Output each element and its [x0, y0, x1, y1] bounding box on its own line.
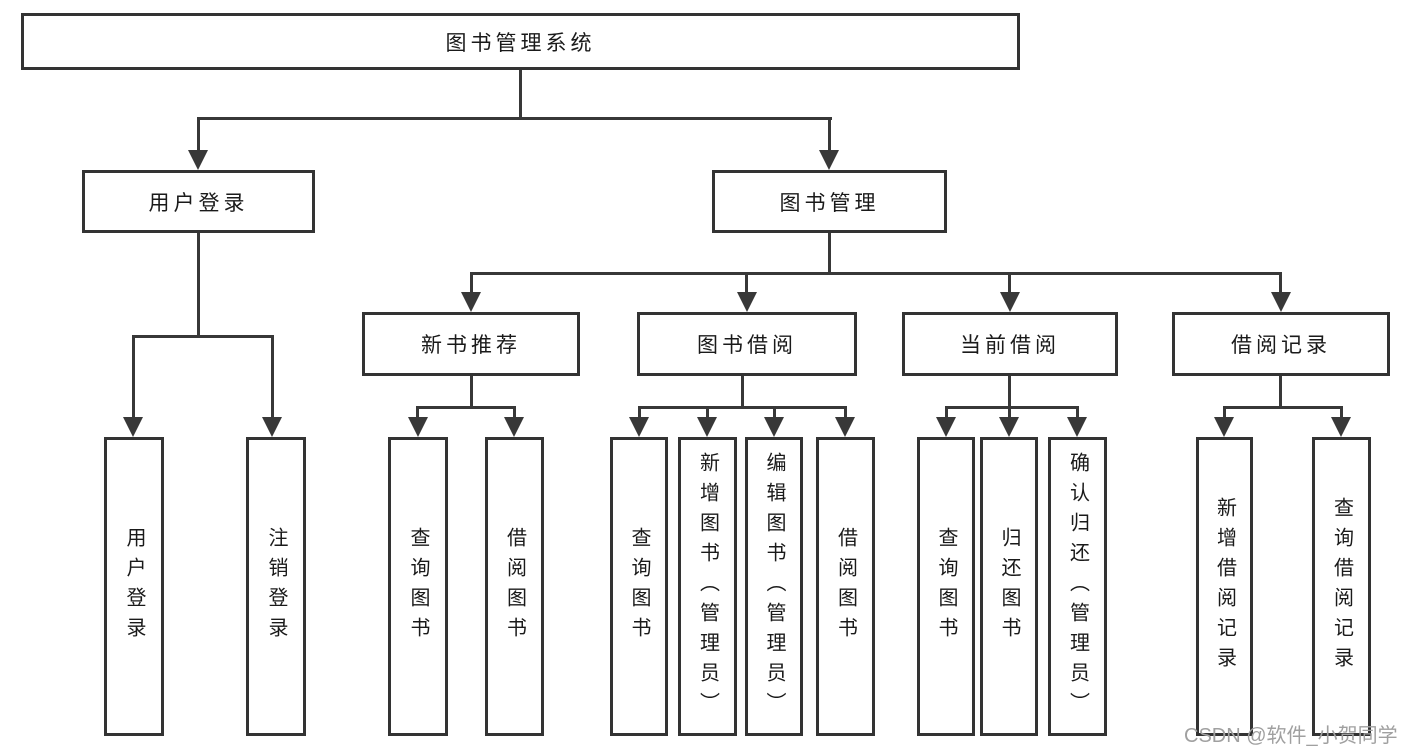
- connector-line: [470, 272, 473, 292]
- node-borrow-records: 借阅记录: [1172, 312, 1390, 376]
- connector-line: [844, 406, 847, 417]
- leaf-confirm-return-admin-label: 确认归还（管理员）: [1066, 451, 1089, 722]
- leaf-return-book: 归还图书: [980, 437, 1038, 736]
- connector-line: [828, 117, 831, 150]
- connector-line: [773, 406, 776, 417]
- arrowhead-down-icon: [123, 417, 143, 437]
- connector-line: [945, 406, 948, 417]
- connector-branch: [1223, 406, 1343, 409]
- leaf-query-books-borrowing-label: 查询图书: [628, 526, 650, 647]
- leaf-borrow-books-recommend-label: 借阅图书: [503, 526, 526, 647]
- leaf-confirm-return-admin: 确认归还（管理员）: [1048, 437, 1107, 736]
- arrowhead-down-icon: [819, 150, 839, 170]
- arrowhead-down-icon: [504, 417, 524, 437]
- connector-root-stem: [519, 70, 522, 117]
- arrowhead-down-icon: [764, 417, 784, 437]
- arrowhead-down-icon: [1000, 292, 1020, 312]
- leaf-logout-label: 注销登录: [265, 526, 287, 647]
- leaf-query-books-recommend-label: 查询图书: [407, 526, 429, 647]
- connector-line: [638, 406, 641, 417]
- node-book-management: 图书管理: [712, 170, 947, 233]
- leaf-query-books-current: 查询图书: [917, 437, 975, 736]
- connector-line: [1279, 272, 1282, 292]
- connector-branch: [416, 406, 516, 409]
- node-borrow-records-label: 借阅记录: [1231, 334, 1331, 357]
- arrowhead-down-icon: [1331, 417, 1351, 437]
- node-root: 图书管理系统: [21, 13, 1020, 70]
- leaf-user-login-label: 用户登录: [123, 526, 145, 647]
- csdn-watermark: CSDN @软件_小贺同学: [1184, 725, 1398, 747]
- leaf-query-books-current-label: 查询图书: [935, 526, 957, 647]
- connector-line: [1076, 406, 1079, 417]
- leaf-query-borrow-record-label: 查询借阅记录: [1330, 496, 1353, 677]
- leaf-query-borrow-record: 查询借阅记录: [1312, 437, 1371, 736]
- arrowhead-down-icon: [835, 417, 855, 437]
- arrowhead-down-icon: [629, 417, 649, 437]
- arrowhead-down-icon: [461, 292, 481, 312]
- node-user-login: 用户登录: [82, 170, 315, 233]
- connector-line: [1008, 406, 1011, 417]
- leaf-edit-book-admin: 编辑图书（管理员）: [745, 437, 803, 736]
- connector-branch: [132, 335, 274, 338]
- arrowhead-down-icon: [737, 292, 757, 312]
- leaf-logout: 注销登录: [246, 437, 306, 736]
- leaf-user-login: 用户登录: [104, 437, 164, 736]
- node-root-label: 图书管理系统: [445, 31, 596, 55]
- leaf-query-books-borrowing: 查询图书: [610, 437, 668, 736]
- arrowhead-down-icon: [408, 417, 428, 437]
- arrowhead-down-icon: [1271, 292, 1291, 312]
- connector-line: [1008, 272, 1011, 292]
- connector-line: [470, 376, 473, 406]
- arrowhead-down-icon: [936, 417, 956, 437]
- node-book-management-label: 图书管理: [779, 191, 880, 215]
- connector-branch: [470, 272, 1282, 275]
- connector-line: [197, 117, 200, 150]
- arrowhead-down-icon: [262, 417, 282, 437]
- leaf-return-book-label: 归还图书: [998, 526, 1020, 647]
- connector-root-branch: [197, 117, 832, 120]
- leaf-add-borrow-record: 新增借阅记录: [1196, 437, 1253, 736]
- connector-line: [1008, 376, 1011, 406]
- leaf-borrow-books: 借阅图书: [816, 437, 875, 736]
- node-current-borrowing-label: 当前借阅: [960, 334, 1060, 357]
- connector-line: [513, 406, 516, 417]
- node-book-borrowing: 图书借阅: [637, 312, 857, 376]
- arrowhead-down-icon: [1067, 417, 1087, 437]
- arrowhead-down-icon: [188, 150, 208, 170]
- connector-line: [828, 233, 831, 272]
- leaf-add-book-admin: 新增图书（管理员）: [678, 437, 737, 736]
- leaf-borrow-books-label: 借阅图书: [834, 526, 857, 647]
- node-user-login-label: 用户登录: [148, 191, 249, 215]
- arrowhead-down-icon: [999, 417, 1019, 437]
- arrowhead-down-icon: [697, 417, 717, 437]
- connector-branch: [945, 406, 1079, 409]
- leaf-borrow-books-recommend: 借阅图书: [485, 437, 544, 736]
- node-current-borrowing: 当前借阅: [902, 312, 1118, 376]
- connector-line: [1340, 406, 1343, 417]
- connector-branch: [638, 406, 847, 409]
- connector-line: [741, 376, 744, 406]
- connector-line: [1279, 376, 1282, 406]
- leaf-add-book-admin-label: 新增图书（管理员）: [696, 451, 719, 722]
- node-new-book-recommend: 新书推荐: [362, 312, 580, 376]
- connector-line: [197, 233, 200, 335]
- connector-line: [132, 335, 135, 417]
- connector-line: [271, 335, 274, 417]
- connector-line: [745, 272, 748, 292]
- node-book-borrowing-label: 图书借阅: [697, 334, 797, 357]
- connector-line: [1223, 406, 1226, 417]
- arrowhead-down-icon: [1214, 417, 1234, 437]
- connector-line: [706, 406, 709, 417]
- leaf-add-borrow-record-label: 新增借阅记录: [1213, 496, 1236, 677]
- leaf-edit-book-admin-label: 编辑图书（管理员）: [763, 451, 785, 722]
- leaf-query-books-recommend: 查询图书: [388, 437, 448, 736]
- connector-line: [416, 406, 419, 417]
- node-new-book-recommend-label: 新书推荐: [421, 334, 521, 357]
